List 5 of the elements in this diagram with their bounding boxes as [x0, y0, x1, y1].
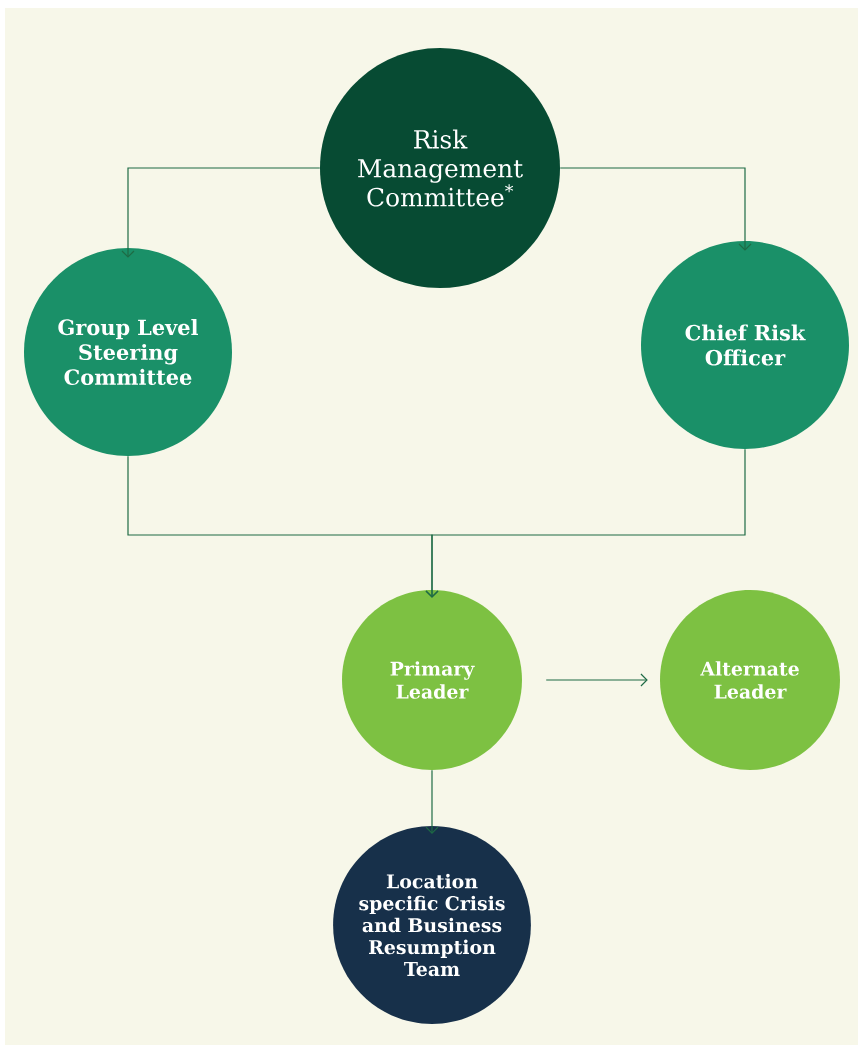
arrow: [425, 769, 439, 834]
arrow: [545, 673, 648, 687]
arrow: [425, 448, 746, 598]
arrow: [121, 167, 321, 258]
arrow: [559, 167, 752, 251]
